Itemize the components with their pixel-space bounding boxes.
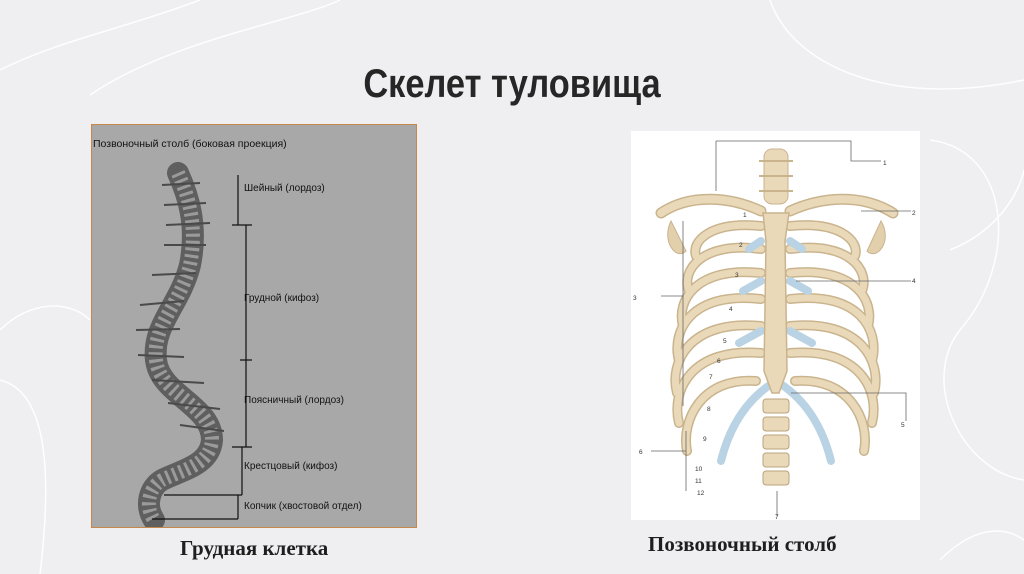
caption-right: Позвоночный столб (648, 532, 837, 556)
region-sacral: Крестцовый (кифоз) (244, 461, 338, 472)
rib-number-10: 10 (695, 466, 703, 473)
thorax-illustration: 1 2 3 4 5 6 7 1 2 3 4 5 6 7 8 9 10 11 12 (633, 140, 916, 520)
caption-left: Грудная клетка (180, 536, 329, 560)
callout-6: 6 (639, 449, 643, 456)
rib-number-11: 11 (695, 478, 702, 485)
slide-title: Скелет туловища (363, 62, 661, 106)
rib-number-12: 12 (697, 490, 705, 497)
thorax-figure: 1 2 3 4 5 6 7 1 2 3 4 5 6 7 8 9 10 11 12 (631, 131, 920, 520)
rib-number-5: 5 (723, 338, 727, 345)
region-coccyx: Копчик (хвостовой отдел) (244, 501, 362, 512)
spine-figure: Позвоночный столб (боковая проекция) Шей… (91, 124, 417, 528)
rib-number-1: 1 (743, 212, 747, 219)
rib-number-3: 3 (735, 272, 739, 279)
spine-illustration (135, 162, 252, 527)
rib-number-8: 8 (707, 406, 711, 413)
callout-2: 2 (912, 210, 916, 217)
rib-number-2: 2 (739, 242, 743, 249)
rib-number-7: 7 (709, 374, 713, 381)
region-thoracic: Грудной (кифоз) (244, 293, 320, 304)
region-lumbar: Поясничный (лордоз) (244, 395, 344, 406)
rib-number-6: 6 (717, 358, 721, 365)
rib-number-9: 9 (703, 436, 707, 443)
spine-heading: Позвоночный столб (боковая проекция) (93, 138, 287, 150)
callout-3: 3 (633, 295, 637, 302)
callout-1: 1 (883, 160, 887, 167)
region-cervical: Шейный (лордоз) (244, 183, 325, 194)
rib-number-4: 4 (729, 306, 733, 313)
callout-5: 5 (901, 422, 905, 429)
callout-7: 7 (775, 514, 779, 520)
callout-4: 4 (912, 278, 916, 285)
